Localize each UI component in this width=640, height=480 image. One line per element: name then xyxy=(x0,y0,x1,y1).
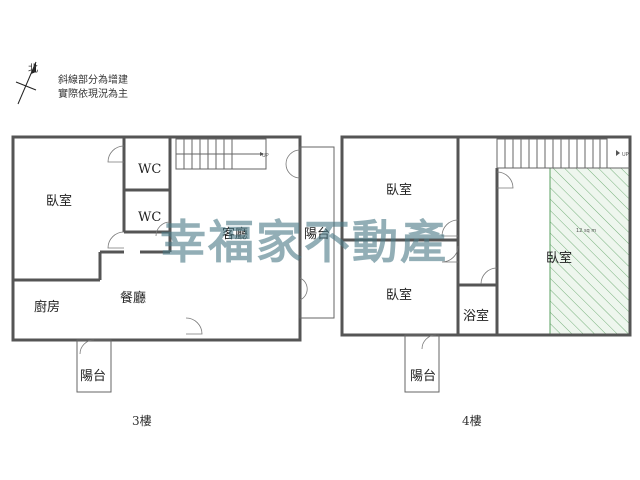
compass-icon: 北 xyxy=(15,61,38,105)
floor-4-bedroom-top-label: 臥室 xyxy=(386,182,412,198)
floor-3-bedroom-label: 臥室 xyxy=(46,193,72,209)
floor-3-balcony-right-label: 陽台 xyxy=(304,227,330,242)
floor-3-wc-upper-label: WC xyxy=(138,162,161,177)
watermark-text: 幸福家不動產 xyxy=(160,215,448,269)
floor-3-stair-mark: UP xyxy=(262,153,269,159)
floor-4-bedroom-mid-label: 臥室 xyxy=(386,287,412,303)
floor-3-balcony-bottom-label: 陽台 xyxy=(80,369,106,384)
floor-3-kitchen-label: 廚房 xyxy=(34,299,60,315)
floor-3-label: 3樓 xyxy=(132,413,152,428)
floor-4-stair-mark: UP xyxy=(622,152,629,158)
floor-3-wc-lower-label: WC xyxy=(138,210,161,225)
floor-3-bedroom-door xyxy=(107,145,125,163)
floor-4-label: 4樓 xyxy=(462,413,482,428)
floor-3-plan: UP 臥室 WC WC 客廳 陽台 廚房 餐廳 陽台 3樓 xyxy=(11,135,335,428)
note-line-2: 實際依現況為主 xyxy=(58,87,128,100)
floor-4-plan: UP 臥室 臥室 浴室 臥室 12 sq m 陽台 4樓 xyxy=(340,135,632,428)
floor-4-balcony-bottom-outline xyxy=(404,334,440,393)
floor-4-outline xyxy=(340,135,632,337)
floor-3-balcony-bottom-outline xyxy=(76,339,112,393)
floor-4-balcony-bottom-label: 陽台 xyxy=(410,369,436,384)
floor-4-bedroom-right-label: 臥室 xyxy=(546,250,572,266)
floor-3-dining-label: 餐廳 xyxy=(120,290,146,306)
floor-3-balcony-right-outline xyxy=(299,146,335,319)
floor-3-living-label: 客廳 xyxy=(222,226,248,242)
floor-4-stairs: UP xyxy=(496,138,629,169)
north-label: 北 xyxy=(28,63,38,75)
floor-4-area-label: 12 sq m xyxy=(576,228,596,234)
floor-4-bathroom-label: 浴室 xyxy=(463,308,489,324)
note-line-1: 斜線部分為增建 xyxy=(58,73,128,86)
floor-3-stairs: UP xyxy=(175,138,269,170)
